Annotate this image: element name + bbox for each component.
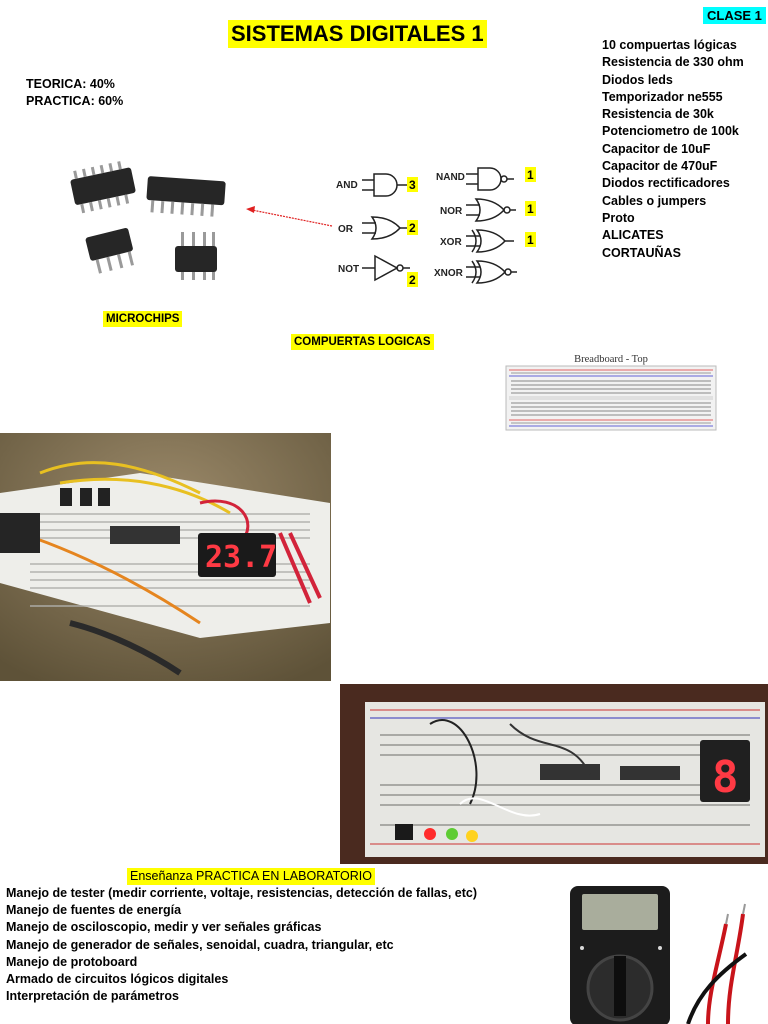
page-title: SISTEMAS DIGITALES 1 xyxy=(228,20,487,48)
not-gate-icon xyxy=(362,254,410,282)
breadboard-photo-display: 23.7 xyxy=(0,433,331,681)
svg-text:8: 8 xyxy=(712,752,739,803)
list-item: Manejo de fuentes de energía xyxy=(6,903,182,918)
list-item: CORTAUÑAS xyxy=(602,245,681,260)
logic-gates-diagram: AND 3 OR 2 NOT 2 NAND xyxy=(330,150,545,300)
list-item: Armado de circuitos lógicos digitales xyxy=(6,972,229,987)
list-item: Capacitor de 10uF xyxy=(602,141,711,156)
gate-count-nand: 1 xyxy=(527,168,534,182)
gate-count-xor: 1 xyxy=(527,233,534,247)
xor-gate-icon xyxy=(466,229,514,253)
list-item: ALICATES xyxy=(602,228,664,243)
gate-label-xor: XOR xyxy=(440,237,462,248)
list-item: Manejo de generador de señales, senoidal… xyxy=(6,937,394,952)
list-item: Diodos leds xyxy=(602,72,673,87)
arrow-icon xyxy=(246,206,333,227)
gate-count-not: 2 xyxy=(409,273,416,287)
gate-count-or: 2 xyxy=(409,221,416,235)
nor-gate-icon xyxy=(466,198,516,222)
list-item: Resistencia de 330 ohm xyxy=(602,55,744,70)
gate-count-nor: 1 xyxy=(527,202,534,216)
gate-count-and: 3 xyxy=(409,178,416,192)
theory-weight: TEORICA: 40% xyxy=(26,77,115,91)
and-gate-icon xyxy=(362,173,408,197)
list-item: Manejo de osciloscopio, medir y ver seña… xyxy=(6,920,322,935)
microchips-illustration xyxy=(70,161,226,280)
gate-label-xnor: XNOR xyxy=(434,268,464,279)
list-item: Potenciometro de 100k xyxy=(602,124,739,139)
practice-weight: PRACTICA: 60% xyxy=(26,94,124,108)
list-item: Temporizador ne555 xyxy=(602,89,723,104)
list-item: Interpretación de parámetros xyxy=(6,989,179,1004)
seven-segment-display: 23.7 xyxy=(205,540,277,575)
list-item: Manejo de protoboard xyxy=(6,954,138,969)
grade-weights: TEORICA: 40% PRACTICA: 60% xyxy=(26,76,123,110)
breadboard-caption: Breadboard - Top xyxy=(574,354,648,365)
logic-gates-label: COMPUERTAS LOGICAS xyxy=(291,334,434,350)
gate-label-not: NOT xyxy=(338,264,359,275)
list-item: 10 compuertas lógicas xyxy=(602,38,737,52)
list-item: Manejo de tester (medir corriente, volta… xyxy=(6,886,478,900)
materials-list: 10 compuertas lógicas Resistencia de 330… xyxy=(602,37,744,262)
list-item: Resistencia de 30k xyxy=(602,107,714,122)
lab-section-title: Enseñanza PRACTICA EN LABORATORIO xyxy=(127,868,375,885)
multimeter-photo xyxy=(568,884,768,1024)
list-item: Diodos rectificadores xyxy=(602,176,730,191)
list-item: Capacitor de 470uF xyxy=(602,159,718,174)
microchips-label: MICROCHIPS xyxy=(103,311,183,327)
lab-skills-list: Manejo de tester (medir corriente, volta… xyxy=(6,885,477,1005)
gate-label-and: AND xyxy=(336,180,358,191)
microchips-image xyxy=(60,160,245,290)
list-item: Cables o jumpers xyxy=(602,193,707,208)
breadboard-top-image: Breadboard - Top xyxy=(505,354,717,432)
list-item: Proto xyxy=(602,210,635,225)
breadboard-photo-circuit: 8 xyxy=(340,684,768,864)
or-gate-icon xyxy=(362,216,408,240)
nand-gate-icon xyxy=(466,167,514,191)
gate-label-nand: NAND xyxy=(436,172,465,183)
gate-label-nor: NOR xyxy=(440,206,463,217)
xnor-gate-icon xyxy=(466,260,517,284)
class-badge: CLASE 1 xyxy=(703,7,766,24)
gate-label-or: OR xyxy=(338,224,354,235)
